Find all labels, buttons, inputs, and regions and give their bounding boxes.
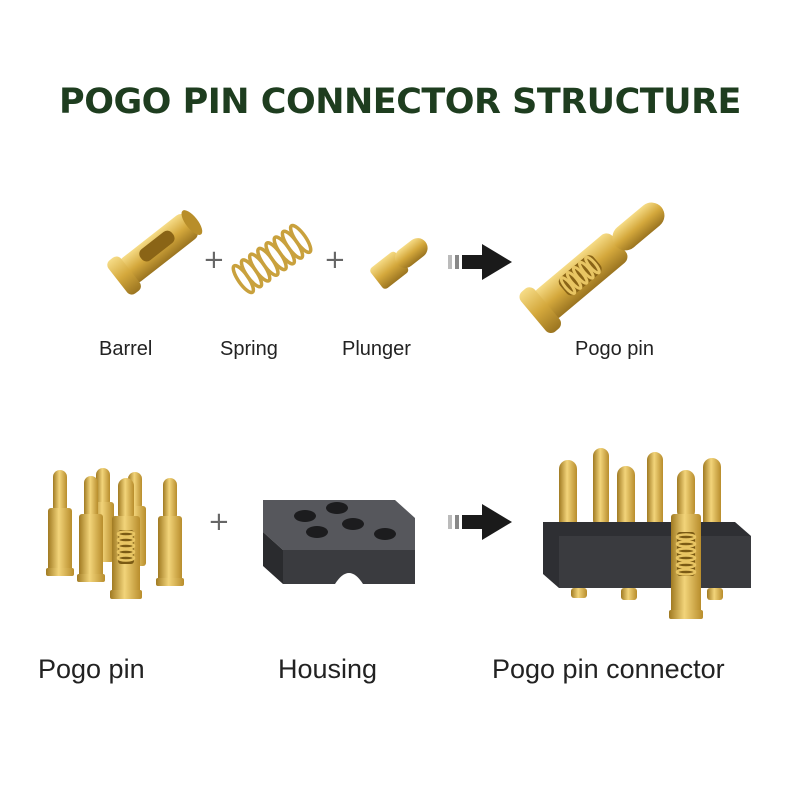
pogo-pin-group-label: Pogo pin: [38, 654, 145, 684]
barrel-illustration: [107, 210, 203, 295]
housing-illustration: [263, 500, 415, 584]
arrow-right-icon: [448, 244, 512, 280]
spring-illustration: [231, 223, 313, 295]
housing-label: Housing: [278, 654, 378, 684]
pogo-pin-assembled-illustration: [519, 202, 665, 333]
page-title: POGO PIN CONNECTOR STRUCTURE: [59, 82, 741, 122]
plus-sign-3: +: [208, 507, 230, 537]
arrow-right-icon: [448, 504, 512, 540]
plus-sign-2: +: [324, 245, 346, 275]
barrel-label: Barrel: [99, 338, 153, 360]
spring-label: Spring: [220, 338, 278, 360]
pogo-pin-connector-label: Pogo pin connector: [492, 654, 725, 684]
plunger-label: Plunger: [342, 338, 411, 360]
pogo-pin-connector-illustration: [543, 448, 751, 619]
pogo-pin-label: Pogo pin: [575, 338, 654, 360]
plunger-illustration: [370, 238, 428, 289]
plus-sign-1: +: [203, 245, 225, 275]
pogo-pins-group-illustration: [46, 468, 184, 599]
